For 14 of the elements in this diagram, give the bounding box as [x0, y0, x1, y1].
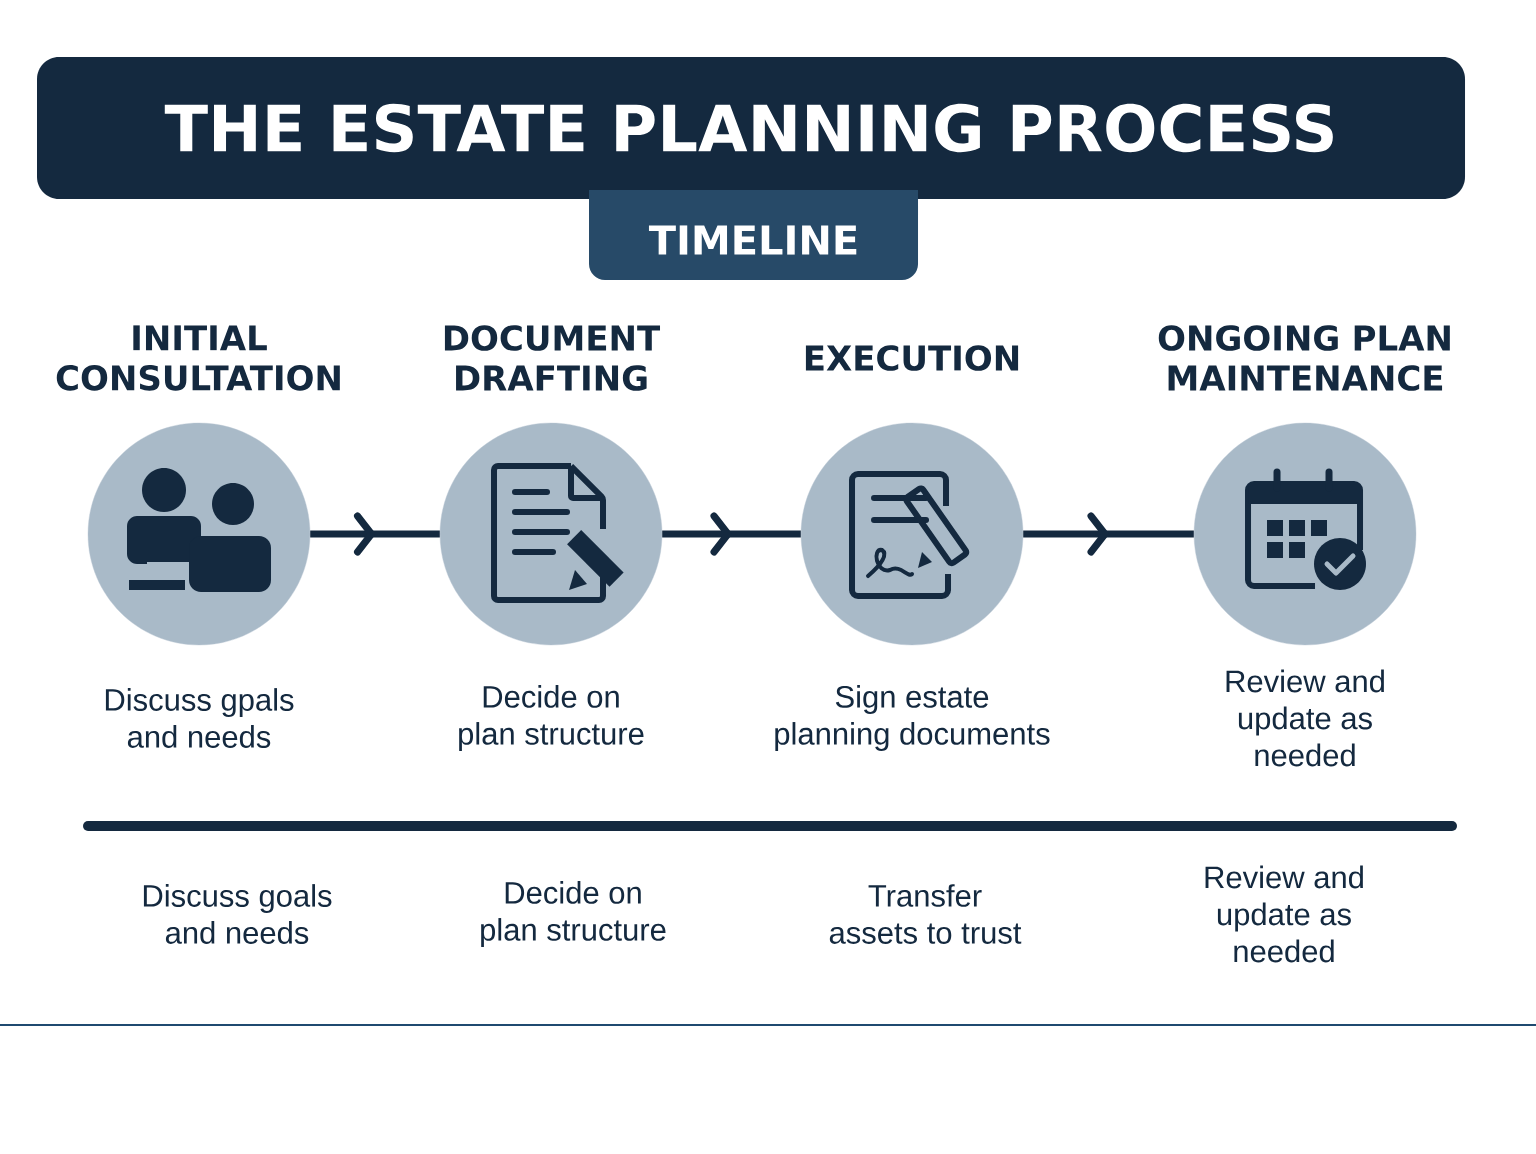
- summary-text: Review and update as needed: [1205, 865, 1363, 963]
- step-heading: DOCUMENT DRAFTING: [444, 325, 660, 391]
- step-description: Review and update as needed: [1226, 669, 1384, 767]
- title-banner: THE ESTATE PLANNING PROCESS: [37, 57, 1465, 199]
- step-description: Decide on plan structure: [459, 685, 644, 751]
- step-description: Discuss gpals and needs: [105, 688, 294, 748]
- step-description: Sign estate planning documents: [775, 685, 1050, 751]
- step-heading: EXECUTION: [805, 345, 1019, 371]
- summary-text: Discuss goals and needs: [143, 884, 332, 944]
- step-heading: INITIAL CONSULTATION: [56, 325, 340, 391]
- timeline-tab: TIMELINE: [589, 190, 918, 280]
- summary-text: Decide on plan structure: [481, 881, 666, 947]
- summary-text: Transfer assets to trust: [829, 884, 1022, 944]
- step-heading: ONGOING PLAN MAINTENANCE: [1158, 325, 1450, 391]
